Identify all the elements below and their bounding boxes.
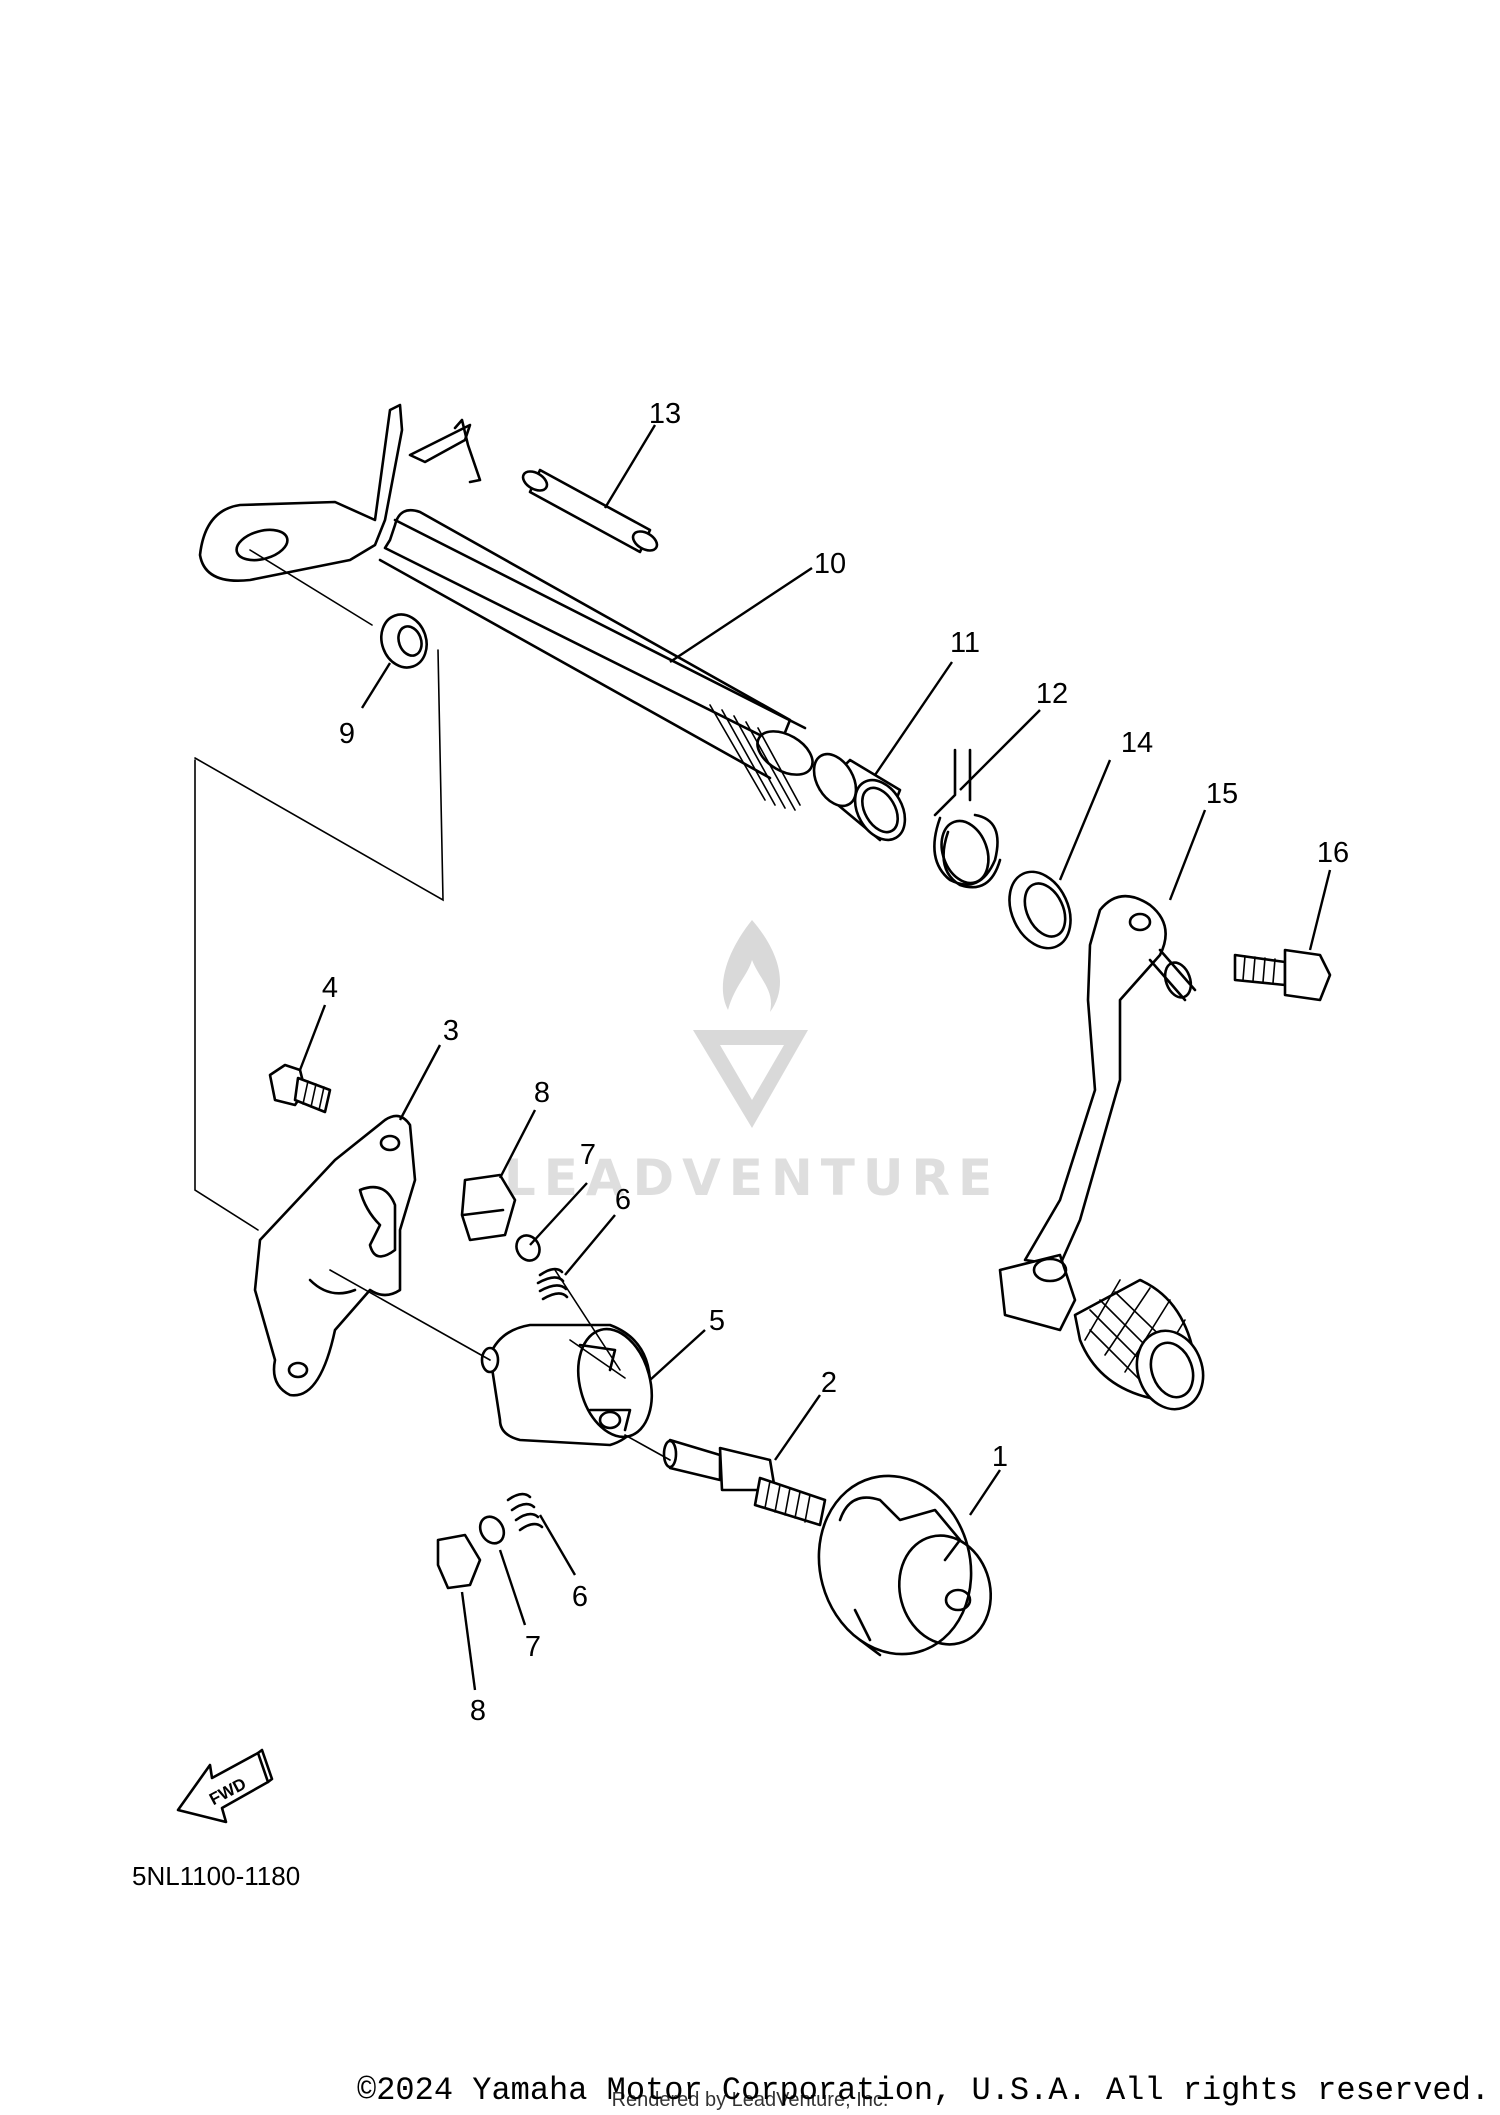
callout-6-upper: 6 xyxy=(615,1184,631,1216)
callout-10: 10 xyxy=(814,548,846,580)
callout-16: 16 xyxy=(1317,837,1349,869)
part-2-bolt xyxy=(662,1438,827,1527)
callout-11: 11 xyxy=(950,627,980,659)
callout-leaders xyxy=(298,424,1332,1691)
callout-15: 15 xyxy=(1206,778,1238,810)
flame-icon xyxy=(722,920,781,1012)
leadventure-watermark: LEADVENTURE xyxy=(504,920,1000,1207)
callout-6-lower: 6 xyxy=(572,1581,588,1613)
copyright-text: ©2024 Yamaha Motor Corporation, U.S.A. A… xyxy=(357,2072,1490,2109)
part-6-spring-lower xyxy=(506,1492,544,1532)
part-13-pin xyxy=(521,468,659,554)
part-6-spring-upper xyxy=(536,1267,569,1301)
part-code: 5NL1100-1180 xyxy=(132,1861,300,1891)
callout-7-lower: 7 xyxy=(525,1631,541,1663)
assembly-lines xyxy=(194,549,671,1461)
callout-5: 5 xyxy=(709,1305,725,1337)
part-15-shift-pedal xyxy=(998,894,1205,1411)
callouts: 13 10 9 11 12 14 15 16 4 3 8 7 6 5 2 1 6… xyxy=(322,398,1349,1727)
callout-3: 3 xyxy=(443,1015,459,1047)
part-14-washer xyxy=(1008,870,1072,950)
fwd-arrow-icon xyxy=(176,1751,270,1824)
part-12-spring xyxy=(933,748,1002,889)
callout-4: 4 xyxy=(322,972,338,1004)
callout-12: 12 xyxy=(1036,678,1068,710)
v-logo-icon xyxy=(693,1030,808,1128)
rendered-by-text: Rendered by LeadVenture, Inc. xyxy=(612,2089,889,2111)
callout-9: 9 xyxy=(339,718,355,750)
callout-8-upper: 8 xyxy=(534,1077,550,1109)
part-5-shift-lever xyxy=(480,1323,653,1447)
part-1-segment xyxy=(817,1474,993,1657)
callout-1: 1 xyxy=(992,1441,1008,1473)
part-3-plate xyxy=(253,1114,417,1397)
fwd-arrow: FWD xyxy=(176,1748,274,1824)
part-4-bolt xyxy=(268,1063,332,1114)
part-9-oil-seal xyxy=(380,613,428,669)
part-16-bolt xyxy=(1233,948,1332,1002)
callout-2: 2 xyxy=(821,1367,837,1399)
part-10-shift-shaft xyxy=(198,403,814,811)
part-8-pawl-lower xyxy=(436,1533,482,1590)
callout-8-lower: 8 xyxy=(470,1695,486,1727)
callout-13: 13 xyxy=(649,398,681,430)
part-11-collar xyxy=(812,752,907,842)
callout-7-upper: 7 xyxy=(580,1139,596,1171)
part-8-pawl-upper xyxy=(460,1173,517,1242)
watermark-text: LEADVENTURE xyxy=(504,1149,1000,1207)
part-7-pin-lower xyxy=(478,1515,506,1545)
callout-14: 14 xyxy=(1121,727,1153,759)
